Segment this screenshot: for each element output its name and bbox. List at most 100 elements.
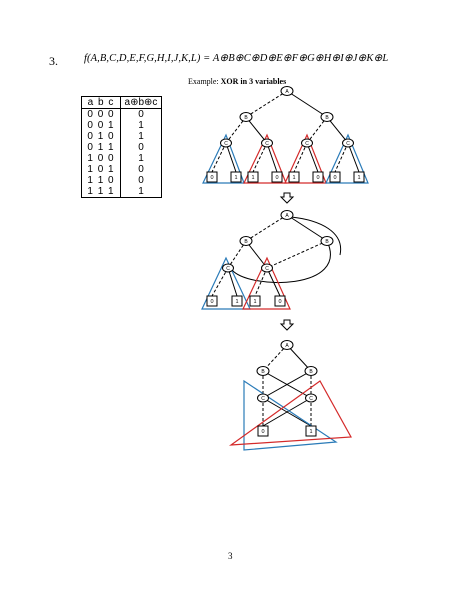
high-edge	[262, 370, 312, 399]
table-row: 1 1 0 0	[81, 175, 162, 186]
node-label: B	[325, 115, 329, 121]
low-edge	[245, 214, 288, 242]
high-edge	[326, 116, 349, 144]
example-caption-prefix: Example:	[188, 77, 221, 86]
low-edge	[254, 267, 268, 297]
table-cell-inputs: 1 1 0	[81, 175, 121, 186]
decision-node	[304, 366, 318, 376]
low-edge	[252, 142, 268, 173]
high-edge	[290, 216, 342, 256]
terminal-node	[274, 295, 286, 307]
truth-table-header-inputs: a b c	[81, 96, 121, 109]
high-edge	[262, 397, 312, 427]
terminal-node	[230, 171, 242, 183]
high-edge	[245, 240, 268, 269]
node-label: B	[325, 239, 329, 245]
decision-node	[239, 236, 253, 246]
down-arrow-icon	[279, 319, 295, 331]
table-row: 1 0 1 0	[81, 164, 162, 175]
blue-group-outline	[243, 379, 338, 451]
low-edge	[293, 142, 308, 173]
truth-table-header-output: a⊕b⊕c	[120, 96, 162, 109]
terminal-node	[247, 171, 259, 183]
low-edge	[334, 142, 349, 173]
terminal-node	[231, 295, 243, 307]
problem-number: 3.	[49, 54, 58, 68]
table-cell-inputs: 1 0 1	[81, 164, 121, 175]
decision-node	[280, 340, 294, 350]
high-edge	[266, 142, 278, 173]
table-cell-inputs: 1 0 0	[81, 153, 121, 164]
red-subtree-outline	[242, 256, 291, 310]
terminal-node	[288, 171, 300, 183]
low-edge	[245, 90, 288, 118]
red-subtree-outline	[243, 133, 287, 184]
high-edge	[266, 267, 281, 297]
xor-formula: f(A,B,C,D,E,F,G,H,I,J,K,L) = A⊕B⊕C⊕D⊕E⊕F…	[84, 53, 389, 64]
blue-subtree-outline	[201, 256, 251, 310]
node-label: C	[346, 141, 350, 147]
decision-node	[280, 210, 294, 220]
high-edge	[306, 142, 319, 173]
node-label: A	[285, 213, 289, 219]
decision-node	[305, 393, 317, 403]
node-label: B	[244, 239, 248, 245]
terminal-label: 1	[253, 299, 256, 305]
decision-node	[280, 86, 294, 96]
node-label: A	[285, 89, 289, 95]
low-edge	[211, 142, 227, 173]
table-row: 1 0 0 1	[81, 153, 162, 164]
table-cell-output: 0	[138, 164, 144, 175]
table-cell-output: 1	[138, 186, 144, 197]
terminal-node	[257, 425, 269, 437]
node-label: C	[265, 266, 269, 272]
high-edge	[286, 344, 312, 372]
terminal-label: 0	[333, 175, 336, 181]
node-label: C	[265, 141, 269, 147]
high-edge	[286, 214, 328, 242]
red-group-outline	[228, 380, 352, 446]
low-edge	[211, 267, 229, 297]
node-label: B	[309, 369, 313, 375]
low-edge	[227, 240, 247, 269]
high-edge	[286, 90, 328, 118]
node-label: C	[224, 141, 228, 147]
terminal-label: 1	[251, 175, 254, 181]
table-cell-output: 0	[138, 175, 144, 186]
red-subtree-outline	[284, 133, 327, 184]
terminal-node	[353, 171, 365, 183]
blue-subtree-outline	[202, 133, 245, 184]
terminal-node	[329, 171, 341, 183]
table-cell-output: 0	[138, 109, 144, 120]
decision-node	[256, 366, 270, 376]
decision-node	[261, 138, 273, 148]
high-edge	[225, 142, 237, 173]
example-caption: Example: XOR in 3 variables	[188, 77, 286, 86]
terminal-label: 0	[316, 175, 319, 181]
blue-subtree-outline	[325, 133, 369, 184]
terminal-label: 0	[261, 429, 264, 435]
decision-node	[320, 112, 334, 122]
terminal-label: 1	[234, 175, 237, 181]
table-cell-inputs: 0 0 1	[81, 120, 121, 131]
decision-node	[301, 138, 313, 148]
down-arrow-icon	[279, 192, 295, 204]
node-label: B	[244, 115, 248, 121]
low-edge	[306, 116, 328, 144]
high-edge	[231, 240, 331, 283]
low-edge	[262, 344, 288, 372]
node-label: B	[261, 369, 265, 375]
table-cell-output: 1	[138, 153, 144, 164]
decision-node	[239, 112, 253, 122]
terminal-label: 0	[275, 175, 278, 181]
node-label: A	[285, 343, 289, 349]
example-caption-title: XOR in 3 variables	[220, 77, 287, 86]
terminal-label: 1	[292, 175, 295, 181]
terminal-label: 0	[210, 175, 213, 181]
terminal-node	[271, 171, 283, 183]
table-cell-inputs: 0 1 0	[81, 131, 121, 142]
